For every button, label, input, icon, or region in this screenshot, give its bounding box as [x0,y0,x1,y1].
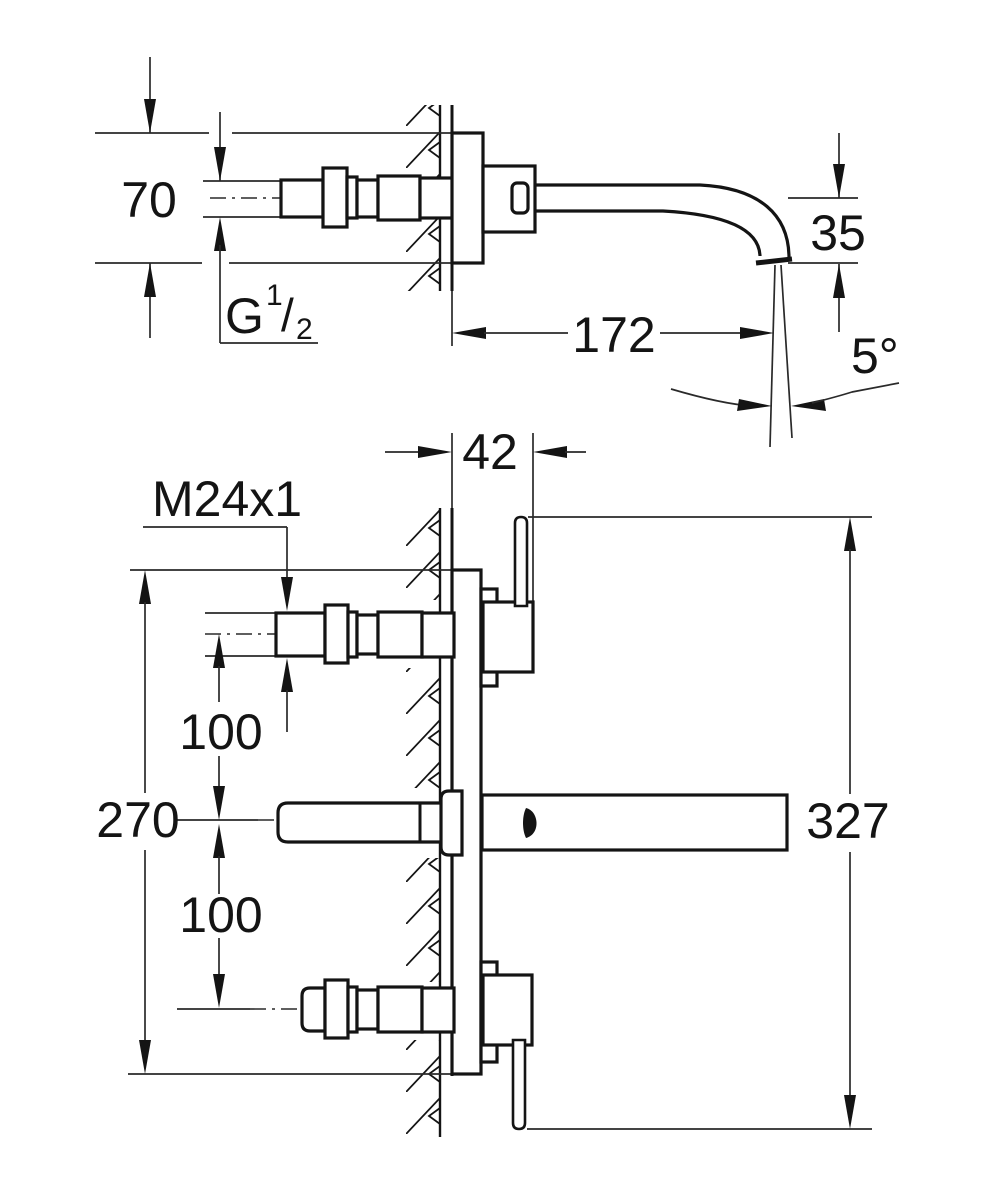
spout-front [276,789,789,857]
handle-body-bottom [481,973,534,1047]
handle-lever-top [513,515,529,608]
side-view: 70 G 1 / 2 35 [95,57,900,448]
dim-35: 35 [810,133,866,332]
escutcheon-plate-top [450,131,485,265]
dim-m24x1: M24x1 [143,471,302,732]
handle-lever-bottom [511,1038,527,1131]
spout-mouth [755,256,793,266]
valve-bottom [300,978,456,1040]
valve-top [274,603,456,665]
dim-label-70: 70 [121,172,177,228]
hex-nut [321,166,349,229]
dim-label-270: 270 [96,792,179,848]
spout-outer-curve [535,183,791,259]
dim-extension-lines-front [128,433,872,1130]
hex-nut [323,978,350,1040]
dim-172: 172 [452,307,774,363]
dim-100-lower: 100 [179,824,263,1008]
dim-100-upper: 100 [179,634,263,820]
handle-top [481,515,535,674]
aerator-mark [523,808,537,838]
dim-42: 42 [385,424,586,480]
spout-inner-curve [535,209,762,257]
spout-base-slot [510,181,530,215]
handle-body-top [481,600,535,674]
dim-5deg: 5° [670,328,900,411]
water-stream-lines [769,264,793,448]
handle-bottom [481,973,534,1131]
dim-270: 270 [96,570,180,1074]
spout-flange [439,789,464,857]
dim-label-100-upper: 100 [179,704,262,760]
hex-nut [323,603,350,665]
valve-thread-shank [274,611,327,658]
dim-label-35: 35 [810,205,866,261]
spout [481,164,793,266]
thread-label-m24: M24x1 [152,471,302,527]
angle-label-5deg: 5° [851,328,899,384]
supply-connector-top [279,166,456,229]
dim-g-half: G 1 / 2 [214,112,318,346]
dim-label-42: 42 [462,424,518,480]
dim-label-100-lower: 100 [179,887,262,943]
thread-label-g-half: G 1 / 2 [225,279,313,346]
dim-70: 70 [121,57,177,338]
spout-supply-pipe [276,801,446,844]
dim-label-172: 172 [572,307,655,363]
dim-label-327: 327 [806,793,889,849]
dim-327: 327 [806,517,890,1129]
front-view: 42 M24x1 100 100 [96,424,890,1137]
